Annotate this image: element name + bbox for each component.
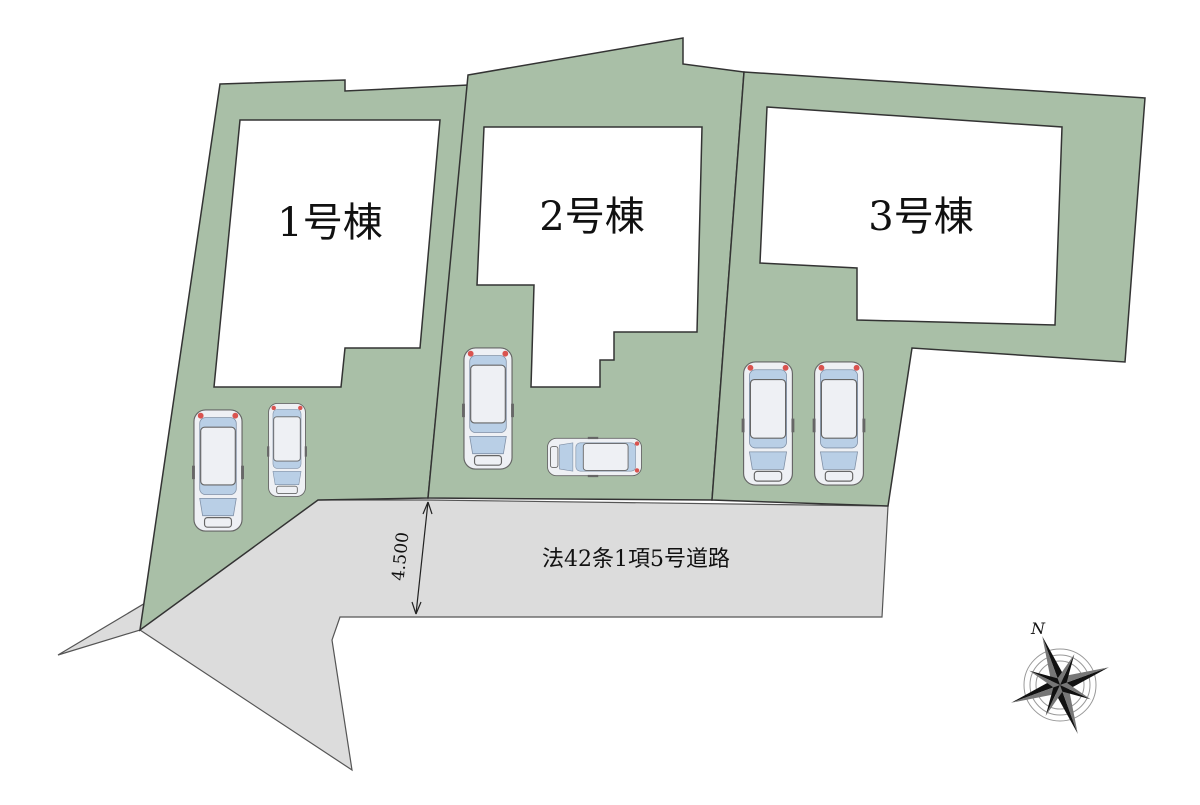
building-2-label: 2号棟 — [539, 194, 644, 240]
car-icon — [812, 361, 866, 486]
car-icon — [266, 402, 308, 498]
compass-rose-icon — [1011, 636, 1109, 734]
compass-north-label: N — [1030, 619, 1046, 638]
road-label: 法42条1項5号道路 — [542, 547, 730, 572]
car-icon — [546, 436, 643, 478]
building-1-label: 1号棟 — [277, 200, 382, 246]
car-icon — [741, 361, 795, 486]
building-3-label: 3号棟 — [868, 194, 973, 240]
building-2-footprint — [476, 126, 703, 388]
building-1-footprint — [213, 119, 441, 388]
road-width-dimension — [411, 501, 433, 615]
car-icon — [461, 347, 515, 470]
road-area — [57, 499, 889, 772]
building-3-footprint — [759, 106, 1063, 326]
car-icon — [191, 409, 245, 532]
